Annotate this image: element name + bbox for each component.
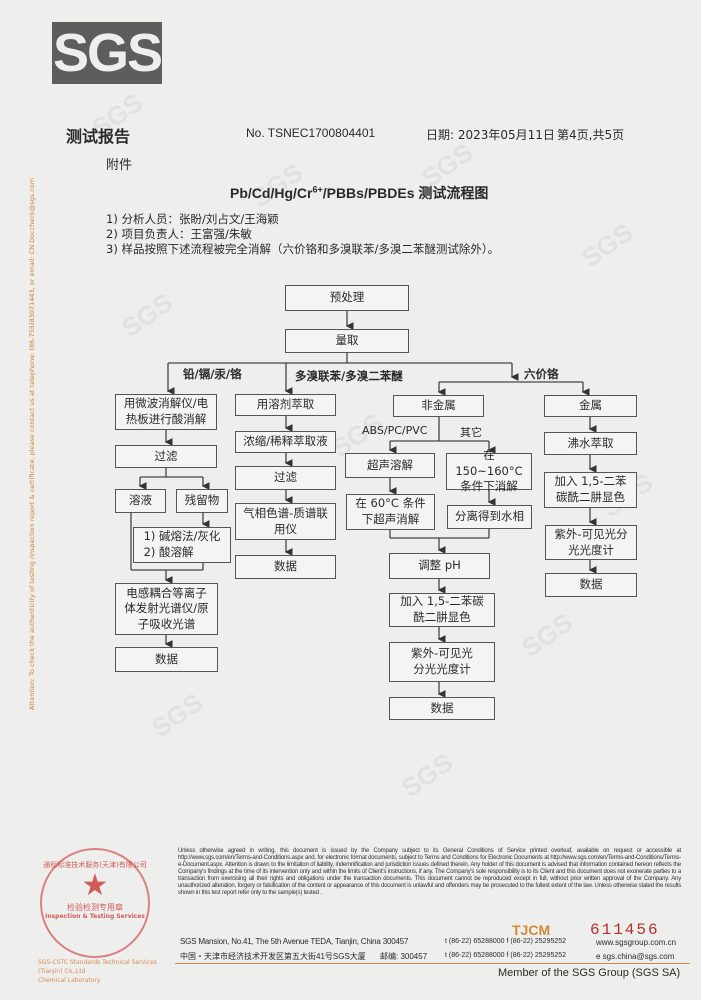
step-solvent-extraction: 用溶剂萃取 xyxy=(235,394,336,416)
step-adjust-ph: 调整 pH xyxy=(389,553,490,579)
note-analysts: 1) 分析人员：张盼/刘占文/王海颖 xyxy=(106,212,279,226)
step-filter: 过滤 xyxy=(115,445,217,468)
step-aqueous-phase: 分离得到水相 xyxy=(447,505,532,529)
report-title: 测试报告 xyxy=(66,127,131,146)
step-add-reagent: 加入 1,5-二苯碳 酰二肼显色 xyxy=(389,593,495,627)
step-gc-ms: 气相色谱-质谱联 用仪 xyxy=(235,503,336,540)
address-cn: 中国・天津市经济技术开发区第五大街41号SGS大厦 xyxy=(180,952,366,961)
postcode-cn: 邮编: 300457 xyxy=(380,952,428,961)
serial-number: 611456 xyxy=(590,921,660,939)
flowchart-title: Pb/Cd/Hg/Cr6+/PBBs/PBDEs 测试流程图 xyxy=(230,184,489,201)
inspection-seal: 通标标准技术服务(天津)有限公司 ★ 检验检测专用章 Inspection & … xyxy=(40,848,150,958)
step-add-reagent: 加入 1,5-二苯 碳酰二肼显色 xyxy=(544,472,637,508)
step-filter: 过滤 xyxy=(235,466,336,490)
authenticity-notice: Attention: To check the authenticity of … xyxy=(28,177,36,711)
step-uv-vis: 紫外-可见光 分光光度计 xyxy=(389,642,495,682)
report-number: No. TSNEC1700804401 xyxy=(246,126,376,140)
annex-label: 附件 xyxy=(106,158,133,173)
sgs-logo: SGS xyxy=(52,22,163,84)
page-number: 第4页,共5页 xyxy=(557,128,625,142)
step-alkali-fusion: 1) 碱熔法/灰化 2) 酸溶解 xyxy=(133,527,231,563)
step-ultrasonic-60: 在 60°C 条件 下超声消解 xyxy=(346,494,435,530)
step-data: 数据 xyxy=(389,697,495,720)
sub-label-other: 其它 xyxy=(460,426,482,439)
step-icp-aas: 电感耦合等离子 体发射光谱仪/原 子吸收光谱 xyxy=(115,583,218,635)
step-concentrate: 浓缩/稀释萃取液 xyxy=(235,431,336,453)
website: www.sgsgroup.com.cn xyxy=(596,938,677,947)
report-date: 日期: 2023年05月11日 xyxy=(426,128,555,142)
step-acid-digestion: 用微波消解仪/电 热板进行酸消解 xyxy=(115,394,217,430)
step-uv-vis: 紫外-可见光分 光光度计 xyxy=(545,525,637,560)
phone-fax-cn: t (86-22) 65288000 f (86-22) 25295252 xyxy=(445,952,567,959)
branch-label-metals: 铅/镉/汞/铬 xyxy=(183,367,242,381)
address-en: SGS Mansion, No.41, The 5th Avenue TEDA,… xyxy=(180,937,409,946)
branch-label-cr6: 六价铬 xyxy=(524,367,559,381)
note-project-lead: 2) 项目负责人：王富强/朱敏 xyxy=(106,227,252,241)
sub-label-abs-pc-pvc: ABS/PC/PVC xyxy=(362,424,428,437)
step-data: 数据 xyxy=(235,555,336,579)
step-nonmetal: 非金属 xyxy=(393,395,484,417)
step-data: 数据 xyxy=(545,573,637,597)
step-solution: 溶液 xyxy=(115,489,166,513)
step-boiling-water: 沸水萃取 xyxy=(544,432,637,455)
branch-label-pbb-pbde: 多溴联苯/多溴二苯醚 xyxy=(295,369,403,383)
step-data: 数据 xyxy=(115,647,218,672)
sgs-member-note: Member of the SGS Group (SGS SA) xyxy=(498,967,681,979)
seal-company: SGS-CSTC Standards Technical Services (T… xyxy=(38,959,157,984)
step-measure: 量取 xyxy=(285,329,409,353)
footer-divider xyxy=(175,963,690,964)
step-residue: 残留物 xyxy=(176,489,228,513)
lab-code: TJCM xyxy=(512,922,551,938)
step-pretreatment: 预处理 xyxy=(285,285,409,311)
phone-fax-en: t (86-22) 65288000 f (86-22) 25295252 xyxy=(445,938,567,945)
legal-disclaimer: Unless otherwise agreed in writing, this… xyxy=(178,848,681,896)
step-ultrasonic-dissolve: 超声溶解 xyxy=(345,453,435,478)
email: e sgs.china@sgs.com xyxy=(596,952,675,961)
step-metal: 金属 xyxy=(544,395,637,417)
step-digest-150-160: 在 150~160°C 条件下消解 xyxy=(446,448,532,493)
note-digestion: 3) 样品按照下述流程被完全消解（六价铬和多溴联苯/多溴二苯醚测试除外）。 xyxy=(106,242,500,256)
